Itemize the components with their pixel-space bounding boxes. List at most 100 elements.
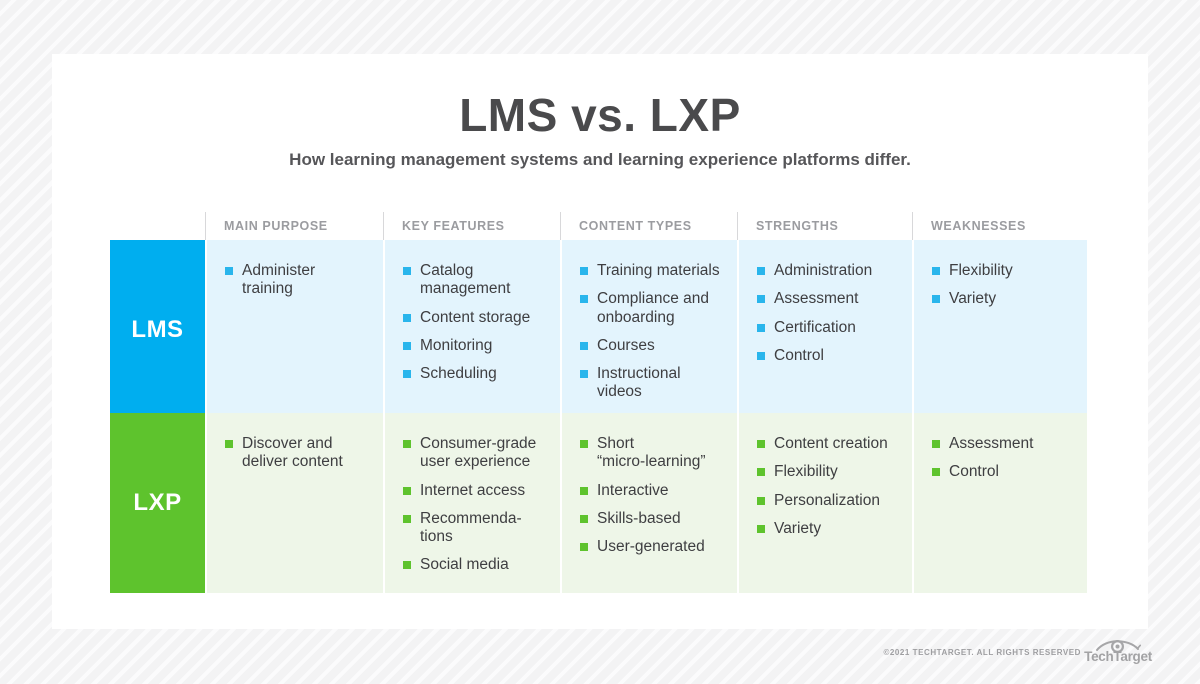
bullet-square-icon [403, 267, 411, 275]
bullet-item: Social media [403, 556, 552, 574]
bullet-text: Administration [774, 262, 873, 279]
bullet-item: Content creation [757, 435, 904, 453]
bullet-square-icon [580, 543, 588, 552]
bullet-text: Flexibility [949, 262, 1013, 279]
bullet-square-icon [757, 295, 765, 304]
bullet-item: Assessment [932, 435, 1079, 453]
bullet-square-icon [757, 524, 765, 533]
bullet-text: Scheduling [420, 365, 497, 383]
page-title: LMS vs. LXP [459, 89, 741, 141]
bullet-text: Control [774, 346, 824, 364]
bullet-square-icon [757, 323, 765, 332]
bullet-square-icon [757, 496, 765, 505]
bullet-text: Compliance and onboarding [597, 290, 710, 326]
bullet-text: Short “micro-learning” [597, 435, 706, 471]
bullet-square-icon [403, 341, 411, 350]
bullet-item: Control [932, 463, 1079, 481]
bullet-square-icon [580, 267, 588, 275]
table-cell: Discover and deliver content [205, 413, 383, 593]
footer: ©2021 TECHTARGET. ALL RIGHTS RESERVED Te… [883, 636, 1152, 664]
bullet-square-icon [932, 267, 940, 275]
copyright-text: ©2021 TECHTARGET. ALL RIGHTS RESERVED [883, 648, 1081, 657]
bullet-square-icon [403, 440, 411, 448]
bullet-square-icon [225, 267, 233, 275]
bullet-item: Content storage [403, 309, 552, 327]
bullet-text: Flexibility [774, 463, 838, 481]
bullet-item: Flexibility [932, 262, 1079, 280]
bullet-item: Instructional videos [580, 365, 729, 402]
bullet-item: Scheduling [403, 365, 552, 383]
column-header-strengths: STRENGTHS [737, 212, 912, 240]
bullet-item: Training materials [580, 262, 729, 280]
bullet-square-icon [580, 514, 588, 523]
bullet-square-icon [580, 440, 588, 448]
bullet-text: Skills-based [597, 509, 681, 527]
bullet-item: Personalization [757, 492, 904, 510]
bullet-text: Certification [774, 318, 856, 336]
bullet-square-icon [225, 440, 233, 448]
bullet-square-icon [757, 468, 765, 477]
bullet-square-icon [403, 370, 411, 379]
column-header-weaknesses: WEAKNESSES [912, 212, 1087, 240]
column-header-key-features: KEY FEATURES [383, 212, 560, 240]
bullet-item: Recommenda- tions [403, 510, 552, 547]
techtarget-logo: TechTarget [1084, 636, 1152, 664]
table-body: LMS Administer training Catalog management… [110, 240, 1087, 593]
bullet-text: Interactive [597, 481, 669, 499]
bullet-text: Content creation [774, 435, 888, 452]
infographic-card: LMS vs. LXP How learning management syst… [52, 54, 1148, 629]
bullet-item: Monitoring [403, 337, 552, 355]
table-cell: Administer training [205, 240, 383, 420]
table-row: LMS Administer training Catalog management… [110, 240, 1087, 420]
bullet-square-icon [932, 440, 940, 448]
bullet-item: Short “micro-learning” [580, 435, 729, 472]
bullet-item: Variety [757, 520, 904, 538]
bullet-item: Variety [932, 290, 1079, 308]
bullet-text: Assessment [774, 290, 859, 308]
column-header-main-purpose: MAIN PURPOSE [205, 212, 383, 240]
bullet-text: Control [949, 463, 999, 481]
bullet-text: Variety [774, 519, 822, 537]
bullet-item: User-generated [580, 538, 729, 556]
bullet-item: Administer training [225, 262, 375, 299]
bullet-square-icon [757, 267, 765, 275]
bullet-square-icon [580, 295, 588, 304]
bullet-square-icon [580, 370, 588, 379]
bullet-square-icon [757, 351, 765, 360]
bullet-text: Consumer-grade user experience [420, 435, 537, 471]
bullet-text: Content storage [420, 308, 531, 326]
bullet-item: Interactive [580, 482, 729, 500]
bullet-text: Instructional videos [597, 365, 681, 401]
bullet-square-icon [580, 486, 588, 495]
bullet-item: Assessment [757, 290, 904, 308]
bullet-text: Recommenda- tions [420, 509, 522, 546]
bullet-item: Flexibility [757, 463, 904, 481]
bullet-text: Administer training [242, 262, 316, 298]
eye-target-icon [1096, 640, 1141, 653]
bullet-item: Discover and deliver content [225, 435, 375, 472]
bullet-text: Internet access [420, 481, 526, 499]
bullet-square-icon [757, 440, 765, 448]
bullet-text: Courses [597, 336, 655, 354]
bullet-item: Skills-based [580, 510, 729, 528]
bullet-item: Certification [757, 319, 904, 337]
bullet-square-icon [403, 514, 411, 523]
bullet-item: Consumer-grade user experience [403, 435, 552, 472]
logo-wordmark: TechTarget [1084, 649, 1152, 664]
row-label-lms: LMS [110, 240, 205, 420]
bullet-item: Courses [580, 337, 729, 355]
comparison-table: MAIN PURPOSE KEY FEATURES CONTENT TYPES … [110, 212, 1087, 593]
bullet-item: Compliance and onboarding [580, 290, 729, 327]
bullet-text: Personalization [774, 491, 880, 509]
bullet-text: User-generated [597, 538, 705, 556]
bullet-square-icon [580, 341, 588, 350]
